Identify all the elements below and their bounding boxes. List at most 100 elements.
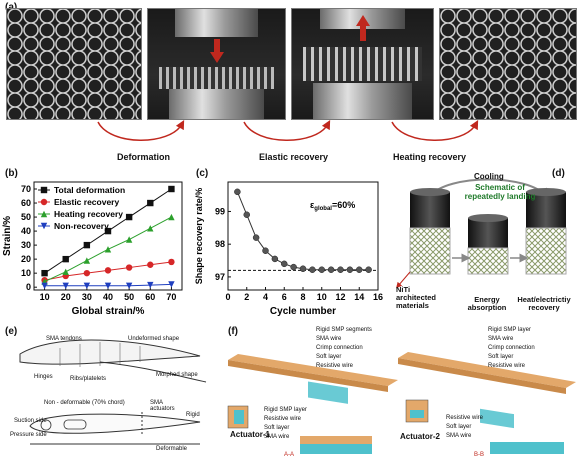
act2-label-sma-wire: SMA wire bbox=[488, 336, 514, 342]
arrow-heating bbox=[391, 120, 479, 141]
panel-d-schematic bbox=[396, 178, 567, 289]
chart-b-point bbox=[147, 225, 154, 232]
act2-sec-resistive: Resistive wire bbox=[446, 415, 484, 421]
act2-sec-soft: Soft layer bbox=[446, 424, 472, 430]
chart-b-point bbox=[104, 227, 112, 235]
chart-c-point bbox=[234, 188, 241, 196]
chart-c-point bbox=[309, 266, 316, 273]
chart-c-annotation: εglobal=60% bbox=[310, 200, 355, 212]
chart-b-point bbox=[83, 269, 91, 277]
act2-sec-sma: SMA wire bbox=[446, 433, 472, 439]
chart-b-xtick-label: 30 bbox=[82, 292, 92, 302]
chart-c-frame bbox=[227, 181, 379, 291]
chart-c-point bbox=[271, 255, 279, 263]
chart-b-point bbox=[104, 267, 112, 274]
chart-b-point bbox=[168, 258, 175, 266]
chart-c-point bbox=[299, 265, 307, 272]
chart-b-point bbox=[168, 213, 175, 221]
chart-b-point bbox=[104, 246, 112, 253]
label-ribs: Ribs/platelets bbox=[70, 376, 107, 382]
chart-b-legend-label: Non-recovery bbox=[54, 221, 109, 231]
chart-c-xtick-label: 8 bbox=[300, 292, 305, 302]
chart-c-ytick-label: 98 bbox=[215, 239, 225, 249]
label-rigid: Rigid bbox=[186, 412, 200, 418]
act1-label-crimp: Crimp connection bbox=[316, 345, 363, 351]
actuator-1-name: Actuator-1 bbox=[230, 430, 271, 439]
chart-b-legend-marker bbox=[40, 210, 48, 218]
chart-b-point bbox=[83, 282, 91, 289]
panel-e-wing bbox=[19, 339, 207, 445]
chart-b-legend-marker bbox=[40, 222, 48, 230]
panel-f-actuators bbox=[227, 352, 576, 454]
chart-b-point bbox=[104, 282, 112, 289]
up-arrow-icon bbox=[356, 15, 370, 41]
act1-label-sma-wire: SMA wire bbox=[316, 336, 342, 342]
actuator-2-name: Actuator-2 bbox=[400, 432, 441, 441]
energy-label: Energy absorption bbox=[467, 295, 507, 312]
act2-label-resistive: Resistive wire bbox=[488, 363, 526, 369]
act2-label-rigid-smp: Rigid SMP layer bbox=[488, 327, 531, 333]
panel-label-f: (f) bbox=[228, 326, 238, 337]
chart-b-point bbox=[125, 264, 133, 271]
chart-c-point bbox=[337, 266, 344, 273]
process-arrows bbox=[97, 120, 479, 141]
act1-sec-soft: Soft layer bbox=[264, 425, 290, 431]
act2-label-soft: Soft layer bbox=[488, 354, 514, 360]
chart-c-ylabel: Shape recovery rate/% bbox=[194, 188, 204, 285]
panel-label-e: (e) bbox=[5, 326, 18, 337]
chart-c-xtick-label: 10 bbox=[317, 292, 327, 302]
chart-c-xtick-label: 16 bbox=[373, 292, 383, 302]
chart-b-legend-label: Elastic recovery bbox=[54, 197, 119, 207]
chart-b-point bbox=[125, 213, 133, 221]
chart-c-point bbox=[365, 266, 372, 273]
act1-label-rigid-smp: Rigid SMP segments bbox=[316, 327, 372, 333]
chart-b-ylabel: Strain/% bbox=[2, 216, 13, 256]
label-suction: Suction side bbox=[14, 418, 47, 424]
act2-label-crimp: Crimp connection bbox=[488, 345, 535, 351]
act1-section-labels: Rigid SMP layer Resistive wire Soft laye… bbox=[264, 406, 307, 442]
chart-c-point bbox=[243, 211, 250, 218]
chart-b-point bbox=[41, 282, 48, 289]
chart-b-ytick-label: 60 bbox=[21, 198, 31, 208]
act1-section-mark: A-A bbox=[284, 452, 295, 458]
chart-b-legend-label: Heating recovery bbox=[54, 209, 123, 219]
chart-c-point bbox=[318, 266, 325, 273]
chart-c-point bbox=[327, 266, 335, 273]
chart-c-xlabel: Cycle number bbox=[270, 306, 336, 317]
chart-b-ytick-label: 20 bbox=[21, 254, 31, 264]
label-sma-tendons: SMA tendons bbox=[46, 336, 82, 342]
chart-b-point bbox=[168, 185, 175, 193]
chart-b-ytick-label: 40 bbox=[21, 226, 31, 236]
chart-c-xtick-label: 2 bbox=[244, 292, 249, 302]
act1-sec-sma: SMA wire bbox=[264, 434, 290, 440]
chart-b-legend-label: Total deformation bbox=[54, 185, 125, 195]
chart-b-ytick-label: 10 bbox=[21, 268, 31, 278]
chart-b-point bbox=[41, 269, 48, 277]
label-undeformed: Undeformed shape bbox=[128, 336, 180, 342]
chart-b-point bbox=[62, 268, 69, 275]
act2-labels: Rigid SMP layer SMA wire Crimp connectio… bbox=[488, 326, 535, 371]
chart-c-point bbox=[356, 266, 363, 273]
caption-heating-recovery: Heating recovery bbox=[393, 152, 467, 162]
act1-label-resistive: Resistive wire bbox=[316, 363, 354, 369]
label-morphed: Morphed shape bbox=[156, 372, 198, 378]
schematic-label: Schematic of repeatedly landing bbox=[464, 183, 536, 201]
arrow-elastic bbox=[243, 120, 331, 141]
act1-labels: Rigid SMP segments SMA wire Crimp connec… bbox=[316, 326, 372, 371]
panel-label-b: (b) bbox=[5, 168, 18, 179]
chart-b-point bbox=[147, 281, 154, 289]
chart-b-ytick-label: 0 bbox=[26, 282, 31, 292]
heat-label: Heat/electrictiy recovery bbox=[517, 295, 571, 312]
chart-b-xlabel: Global strain/% bbox=[72, 306, 145, 317]
chart-c-point bbox=[281, 260, 288, 268]
chart-b-point bbox=[168, 281, 175, 288]
label-deformable: Deformable bbox=[156, 446, 188, 452]
chart-b-legend-marker bbox=[40, 186, 48, 194]
chart-b-legend-marker bbox=[40, 198, 48, 206]
chart-b-xtick-label: 70 bbox=[166, 292, 176, 302]
arrow-deformation bbox=[97, 120, 185, 141]
label-hinges: Hinges bbox=[34, 374, 53, 380]
photo-elastic-recovery bbox=[291, 8, 434, 120]
